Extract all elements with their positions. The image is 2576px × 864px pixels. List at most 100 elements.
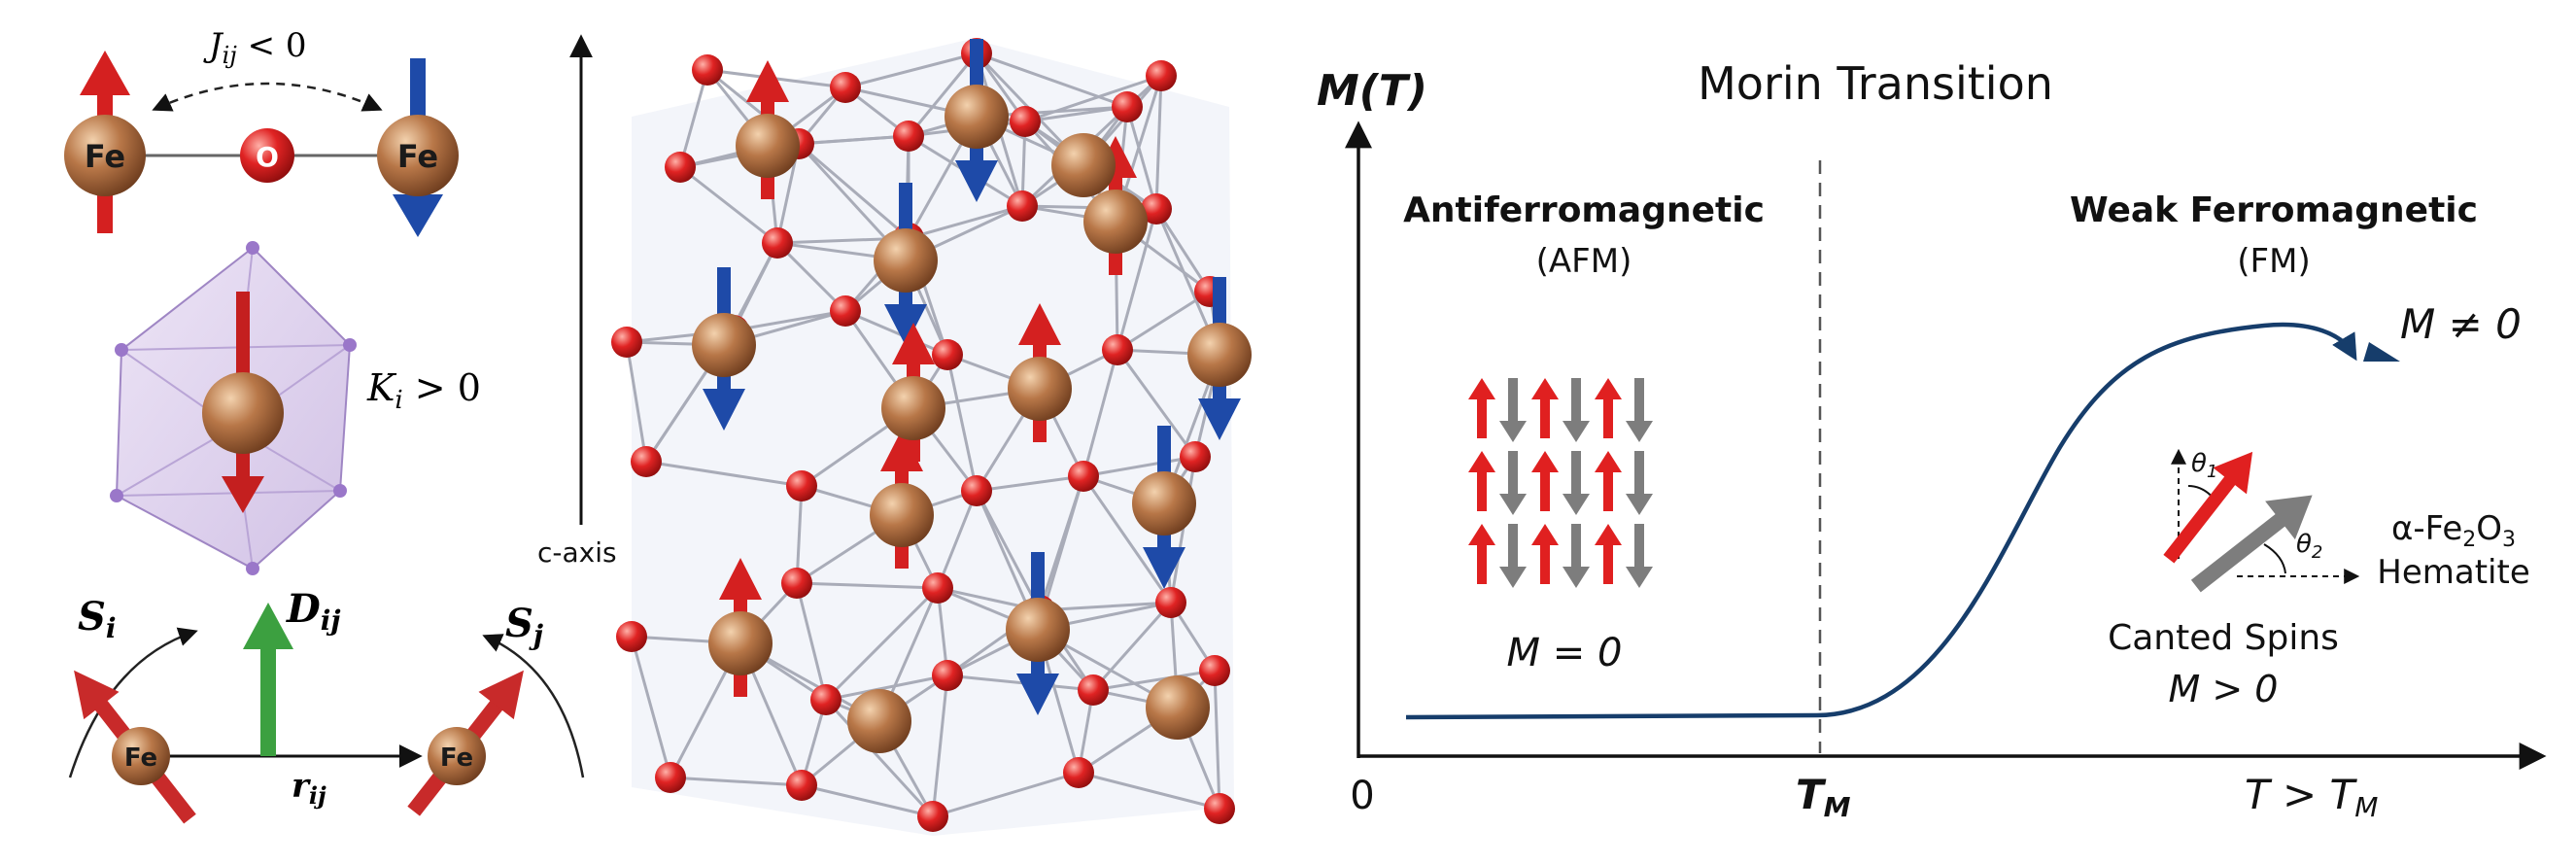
afm-spin-grid [1468, 378, 1653, 588]
oxygen-atom [1078, 674, 1109, 706]
origin-label: 0 [1350, 774, 1374, 818]
oxygen-atom [616, 621, 647, 652]
morin-transition-plot: Morin Transition M(T) 0 TM T > TM Antife… [1317, 57, 2547, 823]
afm-up-spin [1531, 378, 1559, 438]
y-axis-label: M(T) [1317, 66, 1427, 116]
afm-label-line2: (AFM) [1536, 242, 1632, 281]
iron-atom [1006, 598, 1070, 662]
d-ij-label: Dij [286, 586, 340, 637]
oxygen-atom [1112, 91, 1143, 122]
o-label: O [256, 141, 279, 173]
iron-atom [1146, 675, 1210, 740]
iron-atom [945, 85, 1009, 149]
oxygen-atom [692, 54, 723, 86]
iron-atom [1187, 323, 1252, 387]
oxygen-atom [893, 121, 924, 152]
iron-atom [736, 114, 800, 178]
oxygen-atom [1068, 461, 1099, 492]
dm-vector-arrow [243, 603, 293, 756]
oxygen-atom [665, 152, 696, 183]
afm-label-line1: Antiferromagnetic [1403, 190, 1765, 230]
fe-atom-dm-left [112, 727, 170, 785]
iron-atom [1132, 471, 1196, 536]
fm-label-line1: Weak Ferromagnetic [2070, 190, 2478, 230]
fe-left-label: Fe [85, 138, 125, 175]
plot-title: Morin Transition [1698, 57, 2053, 110]
lattice-panel: c-axis [537, 34, 1252, 836]
material-name: Hematite [2377, 553, 2529, 592]
lattice-iron-atoms [692, 39, 1252, 753]
oxygen-atom [786, 770, 817, 801]
m-zero-label: M = 0 [1507, 631, 1623, 675]
oxygen-atom [781, 568, 812, 599]
iron-atom [692, 313, 756, 377]
superexchange-group: Jij < 0 Fe O Fe [64, 26, 459, 237]
oxygen-atom [1199, 655, 1230, 686]
fe-right-label: Fe [397, 138, 438, 175]
afm-up-spin [1531, 451, 1559, 511]
afm-down-spin [1626, 524, 1653, 588]
rotation-arc-right [482, 634, 585, 778]
canted-spins-group: θ1 θ2 [2163, 448, 2360, 593]
oxygen-atom [917, 801, 948, 832]
oxygen-atom [762, 227, 793, 259]
theta2-label: θ2 [2296, 530, 2322, 563]
afm-down-spin [1563, 378, 1590, 442]
oxygen-atom [1180, 441, 1211, 472]
oxygen-atom [631, 446, 662, 477]
oxygen-atom [961, 475, 992, 506]
afm-up-spin [1595, 524, 1622, 584]
afm-up-spin [1468, 378, 1495, 438]
iron-atom [708, 611, 773, 675]
oxygen-atom [611, 327, 642, 358]
iron-atom [1051, 133, 1116, 197]
oxygen-atom [932, 339, 963, 370]
iron-atom [874, 228, 938, 293]
lattice-bonds [625, 39, 1234, 836]
oxygen-atom [1141, 193, 1172, 225]
oxygen-atom [786, 470, 817, 501]
oxygen-atom [1010, 106, 1041, 137]
fe-atom-right [377, 115, 459, 196]
theta1-label: θ1 [2191, 449, 2217, 482]
afm-up-spin [1595, 378, 1622, 438]
tm-label: TM [1796, 771, 1851, 823]
s-i-label: Si [78, 594, 117, 644]
theta2-arc [2263, 543, 2286, 574]
afm-up-spin [1468, 524, 1495, 584]
afm-down-spin [1563, 524, 1590, 588]
fm-label-line2: (FM) [2237, 242, 2310, 281]
iron-atom [1083, 190, 1148, 254]
afm-down-spin [1563, 451, 1590, 515]
oxygen-atom [1155, 587, 1186, 618]
oxygen-atom [830, 295, 861, 327]
fe-atom-dm-right [428, 727, 486, 785]
c-axis-label: c-axis [537, 536, 617, 569]
oxygen-atom [1063, 757, 1094, 788]
k-i-label: Ki > 0 [366, 366, 481, 415]
hematite-lattice [611, 38, 1252, 836]
m-nonzero-label: M ≠ 0 [2400, 300, 2522, 348]
fe-dm-left-label: Fe [124, 743, 157, 773]
x-end-label: T > TM [2245, 771, 2378, 823]
oxygen-atom [1204, 793, 1235, 824]
fe-atom-octahedron [202, 372, 284, 454]
canted-red-spin [2163, 451, 2253, 564]
fe-dm-right-label: Fe [440, 743, 473, 773]
oxygen-atom [1102, 334, 1133, 365]
oxygen-atom [655, 762, 686, 793]
oxygen-atom [830, 72, 861, 103]
exchange-arc [152, 82, 383, 112]
material-formula: α-Fe2O3 [2391, 509, 2516, 552]
anisotropy-octahedron-group: Ki > 0 [110, 241, 481, 575]
magnetization-curve [1405, 322, 2357, 720]
curve-arrowhead [2363, 342, 2400, 362]
j-ij-label: Jij < 0 [203, 26, 307, 69]
fe-atom-left [64, 115, 146, 196]
iron-atom [870, 483, 934, 547]
oxygen-atom [922, 572, 953, 604]
iron-atom [1008, 357, 1072, 421]
afm-down-spin [1499, 378, 1527, 442]
oxygen-atom [932, 660, 963, 691]
